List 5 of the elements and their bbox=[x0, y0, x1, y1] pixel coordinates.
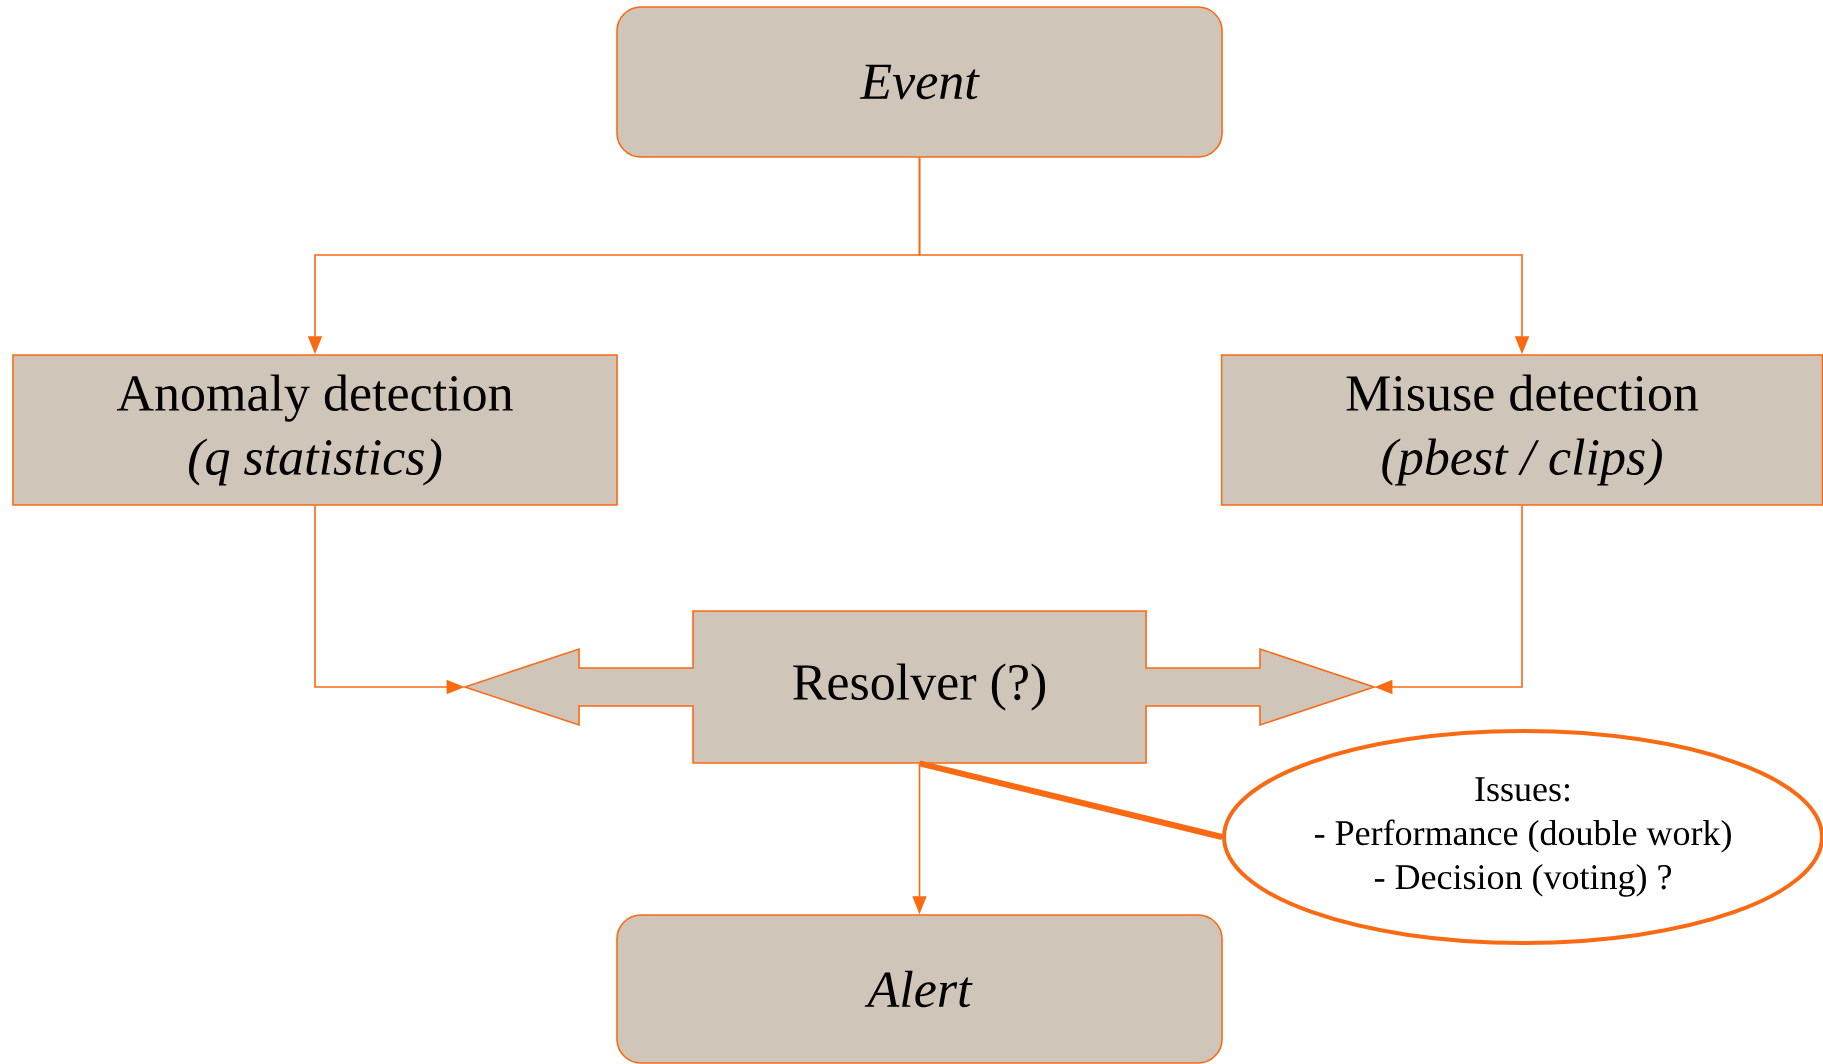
alert-box: Alert bbox=[616, 914, 1223, 1064]
leader-line bbox=[918, 760, 1223, 840]
process-box: Misuse detection (pbest / clips) bbox=[1220, 354, 1823, 506]
event-box: Event bbox=[616, 6, 1223, 158]
process-box: Anomaly detection (q statistics) bbox=[12, 354, 618, 506]
